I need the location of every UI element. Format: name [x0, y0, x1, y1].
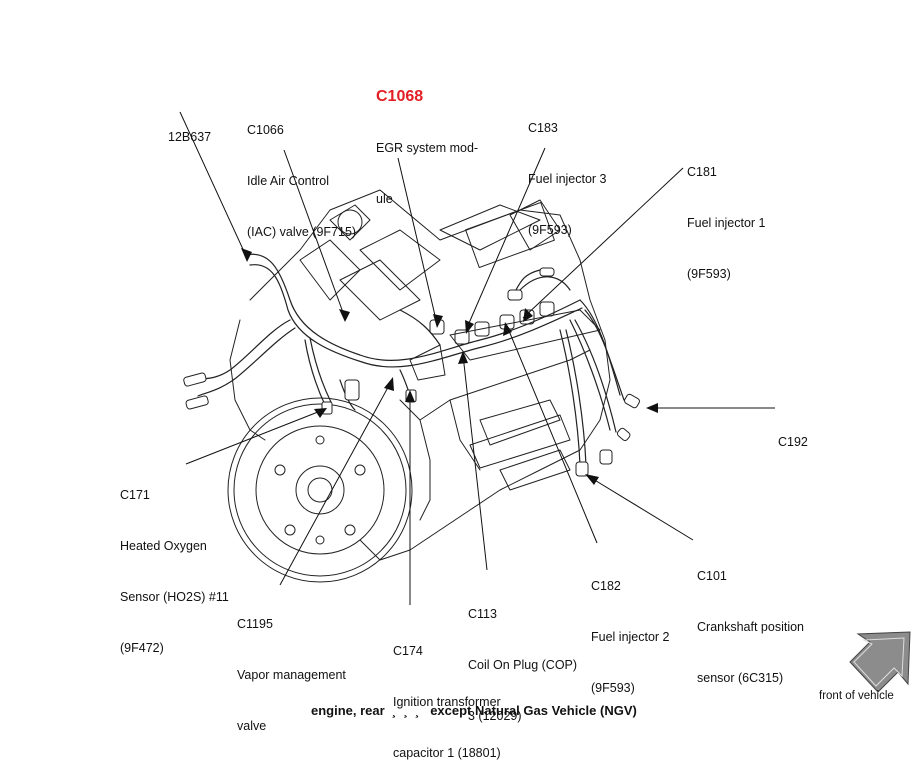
engine-rear-diagram: 12B637 C1066 Idle Air Control (IAC) valv… [120, 54, 911, 760]
label-c1068: C1068 EGR system mod- ule [376, 54, 478, 225]
label-c1066: C1066 Idle Air Control (IAC) valve (9F71… [247, 88, 356, 258]
label-c101-line1: C101 [697, 569, 727, 583]
front-of-vehicle-arrow [849, 631, 911, 693]
label-c1066-line1: C1066 [247, 123, 284, 137]
label-c113: C113 Coil On Plug (COP) 3 (12029) [468, 572, 577, 742]
label-c101: C101 Crankshaft position sensor (6C315) [697, 534, 804, 704]
label-c183-line2: Fuel injector 3 [528, 172, 607, 186]
label-c171-line2: Heated Oxygen [120, 539, 207, 553]
flywheel [227, 397, 413, 583]
label-c182-line3: (9F593) [591, 681, 635, 695]
label-c171-line4: (9F472) [120, 641, 164, 655]
leader-lines [179, 111, 775, 605]
label-c182: C182 Fuel injector 2 (9F593) [591, 544, 670, 714]
label-c1195-line3: valve [237, 719, 267, 733]
wire-harness [244, 253, 581, 361]
label-c1068-line2: ule [376, 192, 393, 206]
label-12b637-line1: 12B637 [168, 130, 212, 144]
front-of-vehicle-label: front of vehicle [819, 690, 894, 702]
engine-block [249, 189, 611, 561]
label-c171: C171 Heated Oxygen Sensor (HO2S) #11 (9F… [120, 453, 229, 674]
label-c1066-line2: Idle Air Control [247, 174, 329, 188]
label-c171-line1: C171 [120, 488, 150, 502]
label-c1066-line3: (IAC) valve (9F715) [247, 225, 357, 239]
figure-caption: engine, rear ¸ ¸ ¸ except Natural Gas Ve… [311, 703, 637, 718]
label-c174-line2: Ignition transformer [393, 695, 501, 709]
label-c192: C192 [778, 400, 808, 468]
label-c192-line1: C192 [778, 435, 808, 449]
label-c1068-line1: EGR system mod- [376, 141, 479, 155]
label-12b637: 12B637 [168, 95, 211, 163]
label-c1195: C1195 Vapor management valve [237, 582, 346, 752]
label-c181-line3: (9F593) [687, 267, 731, 281]
label-c174-line3: capacitor 1 (18801) [393, 746, 501, 760]
label-c183: C183 Fuel injector 3 (9F593) [528, 86, 607, 256]
label-c174-line1: C174 [393, 644, 423, 658]
label-c1195-line1: C1195 [237, 617, 273, 631]
label-c113-line3: 3 (12029) [468, 709, 522, 723]
label-c182-line2: Fuel injector 2 [591, 630, 670, 644]
label-c101-line2: Crankshaft position [697, 620, 805, 634]
label-c183-line1: C183 [528, 121, 558, 135]
label-c181-line1: C181 [687, 165, 717, 179]
engine-illustration [179, 111, 911, 693]
label-c171-line3: Sensor (HO2S) #11 [120, 590, 229, 604]
label-c181: C181 Fuel injector 1 (9F593) [687, 130, 766, 300]
label-c101-line3: sensor (6C315) [697, 671, 784, 685]
label-c113-line1: C113 [468, 607, 497, 621]
label-c182-line1: C182 [591, 579, 621, 593]
label-c113-line2: Coil On Plug (COP) [468, 658, 578, 672]
label-c181-line2: Fuel injector 1 [687, 216, 766, 230]
label-c1068-code: C1068 [376, 88, 424, 105]
label-c183-line3: (9F593) [528, 223, 572, 237]
label-c1195-line2: Vapor management [237, 668, 346, 682]
